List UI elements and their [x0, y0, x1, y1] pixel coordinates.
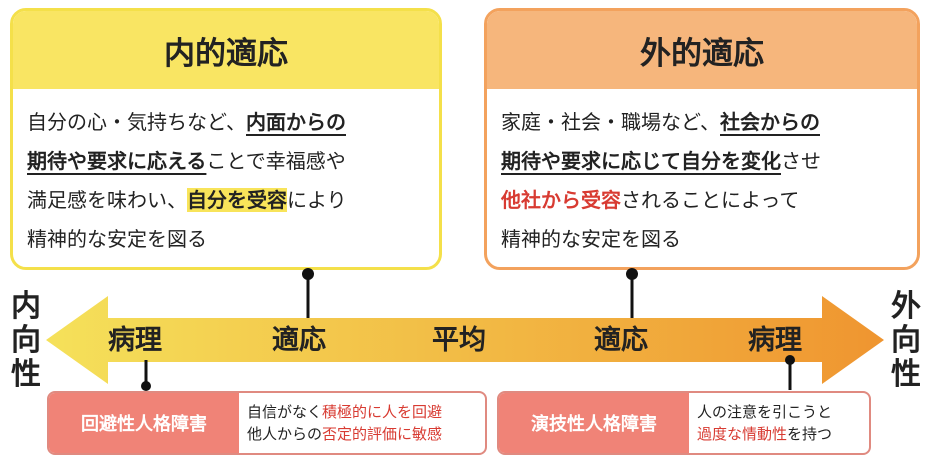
introversion-char-2: 向 [11, 323, 41, 358]
outer-adaptation-body: 家庭・社会・職場など、社会からの 期待や要求に応じて自分を変化させ 他社から受容… [487, 89, 917, 259]
histrionic-personality-disorder-name: 演技性人格障害 [499, 393, 689, 453]
outer-line-2-underline: 期待や要求に応じて自分を変化 [501, 149, 781, 173]
inner-adaptation-title: 内的適応 [13, 11, 439, 89]
avoidant-personality-disorder-desc: 自信がなく積極的に人を回避 他人からの否定的評価に敏感 [239, 393, 450, 453]
histrionic-desc-2-text: を持つ [787, 425, 833, 443]
axis-label-average: 平均 [432, 325, 486, 356]
avoidant-desc-2-red: 否定的評価に敏感 [322, 425, 443, 443]
outer-line-1: 家庭・社会・職場など、社会からの [501, 103, 901, 142]
introversion-char-3: 性 [11, 357, 41, 392]
avoidant-desc-1-text: 自信がなく [247, 403, 323, 421]
inner-line-3-text2: により [287, 188, 347, 212]
histrionic-personality-disorder-desc: 人の注意を引こうと 過度な情動性を持つ [689, 393, 840, 453]
outer-line-3-red: 他社から受容 [501, 188, 621, 212]
extroversion-char-1: 外 [891, 289, 921, 324]
inner-line-2-text: ことで幸福感や [206, 149, 346, 173]
outer-connector [626, 268, 638, 326]
outer-line-3-text: されることによって [621, 188, 800, 212]
inner-line-4: 精神的な安定を図る [27, 227, 207, 251]
inner-line-3-text: 満足感を味わい、 [27, 188, 187, 212]
introversion-label: 内 向 性 [8, 290, 44, 392]
outer-line-1-underline: 社会からの [720, 110, 820, 134]
introversion-char-1: 内 [11, 289, 41, 324]
axis-label-pathology-right: 病理 [748, 325, 802, 356]
avoidant-desc-line-2: 他人からの否定的評価に敏感 [247, 423, 442, 445]
avoidant-desc-2-text: 他人からの [247, 425, 323, 443]
histrionic-desc-2-red: 過度な情動性 [697, 425, 788, 443]
outer-line-2-text: させ [781, 149, 821, 173]
avoidant-desc-line-1: 自信がなく積極的に人を回避 [247, 401, 442, 423]
inner-adaptation-card: 内的適応 自分の心・気持ちなど、内面からの 期待や要求に応えることで幸福感や 満… [10, 8, 442, 270]
axis-label-adaptation-right: 適応 [594, 325, 648, 356]
inner-line-2-underline: 期待や要求に応える [27, 149, 207, 173]
axis-label-pathology-left: 病理 [108, 325, 162, 356]
inner-connector [302, 268, 314, 326]
avoidant-personality-disorder-box: 回避性人格障害 自信がなく積極的に人を回避 他人からの否定的評価に敏感 [47, 391, 487, 455]
inner-line-3-highlight: 自分を受容 [187, 188, 287, 212]
inner-adaptation-body: 自分の心・気持ちなど、内面からの 期待や要求に応えることで幸福感や 満足感を味わ… [13, 89, 439, 259]
outer-adaptation-title: 外的適応 [487, 11, 917, 89]
axis-label-adaptation-left: 適応 [272, 325, 326, 356]
inner-line-1: 自分の心・気持ちなど、内面からの [27, 103, 423, 142]
introversion-extroversion-axis-arrow [46, 296, 884, 384]
outer-line-1-text: 家庭・社会・職場など、 [501, 110, 720, 134]
outer-adaptation-card: 外的適応 家庭・社会・職場など、社会からの 期待や要求に応じて自分を変化させ 他… [484, 8, 920, 270]
histrionic-personality-disorder-box: 演技性人格障害 人の注意を引こうと 過度な情動性を持つ [497, 391, 871, 455]
inner-line-2: 期待や要求に応えることで幸福感や [27, 142, 423, 181]
histrionic-desc-line-1: 人の注意を引こうと [697, 403, 833, 421]
inner-line-3: 満足感を味わい、自分を受容により [27, 181, 423, 220]
extroversion-char-2: 向 [891, 323, 921, 358]
extroversion-label: 外 向 性 [888, 290, 924, 392]
avoidant-personality-disorder-name: 回避性人格障害 [49, 393, 239, 453]
histrionic-desc-line-2: 過度な情動性を持つ [697, 423, 832, 445]
histrionic-connector [785, 355, 795, 390]
inner-line-1-text: 自分の心・気持ちなど、 [27, 110, 246, 134]
outer-line-3: 他社から受容されることによって [501, 181, 901, 220]
avoidant-desc-1-red: 積極的に人を回避 [322, 403, 443, 421]
outer-line-2: 期待や要求に応じて自分を変化させ [501, 142, 901, 181]
avoidant-connector [141, 360, 151, 391]
extroversion-char-3: 性 [891, 357, 921, 392]
outer-line-4: 精神的な安定を図る [501, 227, 681, 251]
inner-line-1-underline: 内面からの [246, 110, 346, 134]
